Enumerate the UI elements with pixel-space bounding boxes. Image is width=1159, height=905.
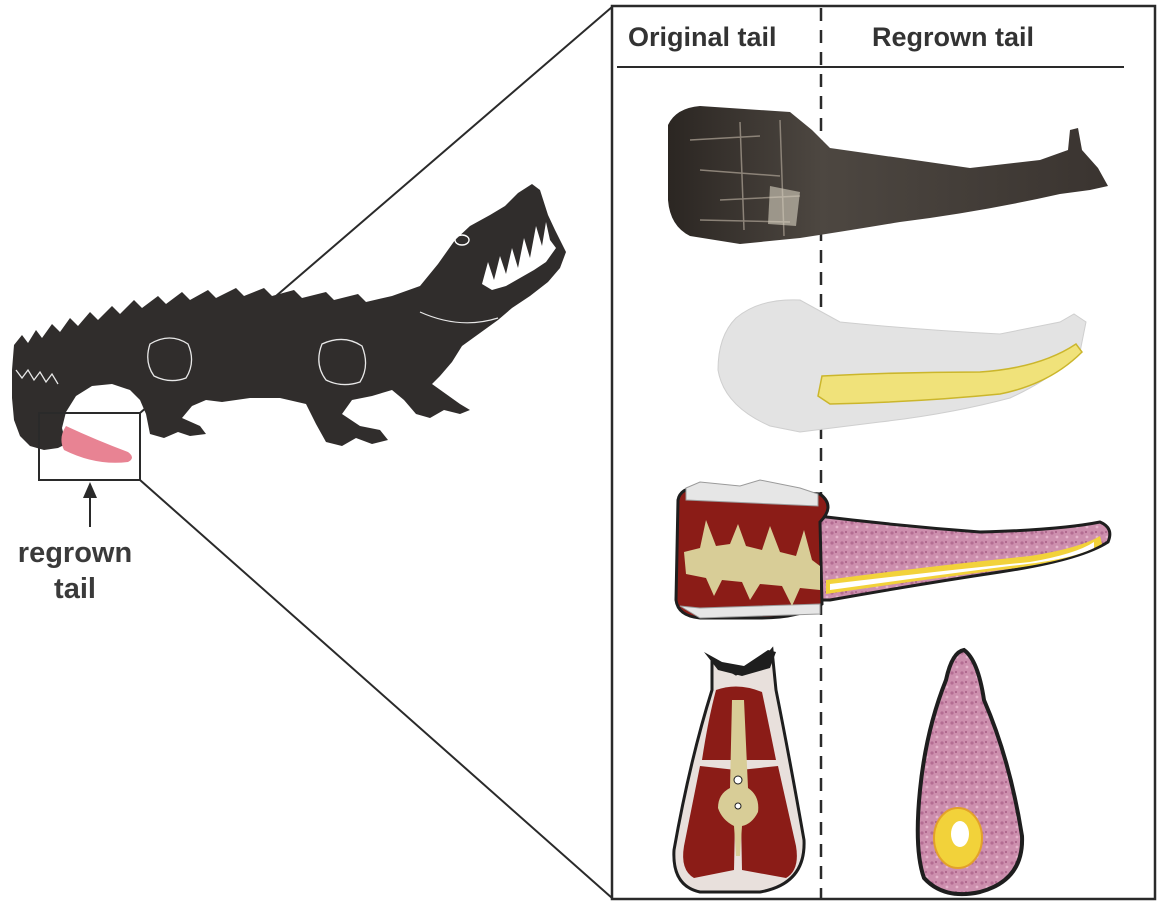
arrow-head-icon	[83, 482, 97, 498]
crocodile-silhouette	[12, 184, 566, 463]
regrown-tail-header: Regrown tail	[872, 22, 1034, 53]
callout-label-line1: regrown	[0, 535, 150, 571]
original-tail-header: Original tail	[628, 22, 777, 53]
regrown-tail-highlight	[61, 426, 132, 463]
callout-label-line2: tail	[0, 571, 150, 607]
zoom-line-bottom	[140, 480, 612, 898]
